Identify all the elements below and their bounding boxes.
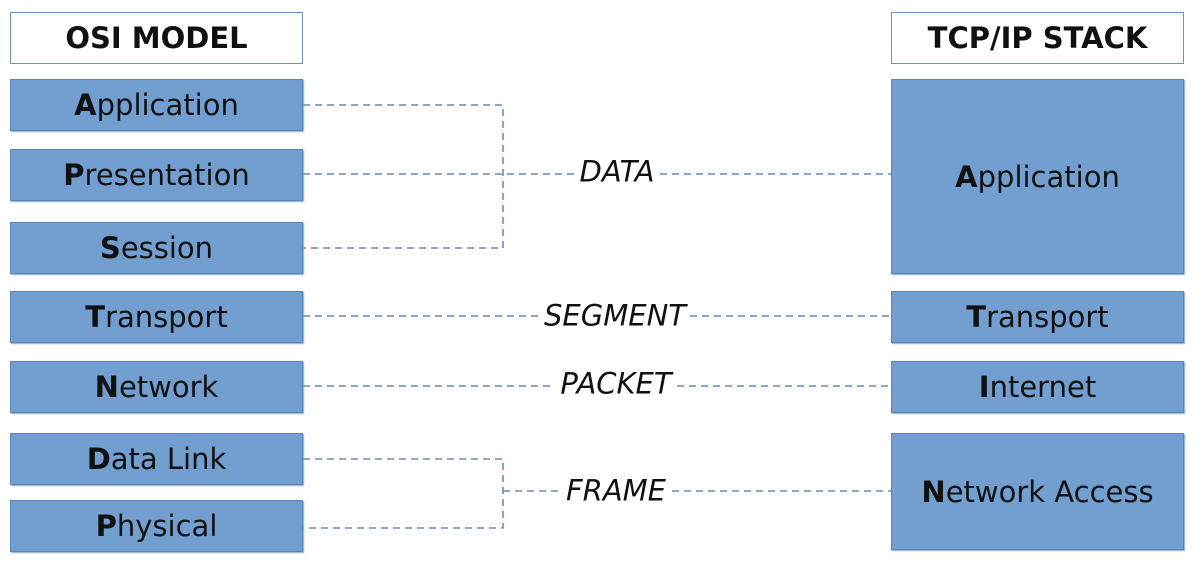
initial: P: [95, 509, 117, 543]
pdu-frame: FRAME: [561, 476, 671, 506]
initial: T: [966, 300, 987, 334]
osi-model-header: OSI MODEL: [10, 12, 303, 64]
initial: S: [99, 231, 121, 265]
initial: T: [85, 300, 106, 334]
label: nternet: [989, 370, 1097, 404]
initial: P: [63, 158, 85, 192]
initial: I: [978, 370, 990, 404]
tcpip-stack-header: TCP/IP STACK: [891, 12, 1184, 64]
label: pplication: [96, 88, 239, 122]
pdu-segment: SEGMENT: [540, 301, 690, 331]
initial: N: [921, 474, 946, 509]
initial: A: [955, 159, 978, 194]
label: resentation: [84, 158, 250, 192]
label: ransport: [986, 300, 1109, 334]
label: etwork Access: [945, 474, 1154, 509]
label: pplication: [977, 159, 1120, 194]
data-bracket: [303, 104, 504, 249]
initial: A: [74, 88, 97, 122]
initial: D: [86, 442, 111, 476]
pdu-data: DATA: [575, 157, 659, 187]
label: ession: [120, 231, 214, 265]
frame-bracket: [303, 458, 504, 529]
initial: N: [94, 370, 119, 404]
label: etwork: [118, 370, 219, 404]
label: hysical: [116, 509, 218, 543]
pdu-packet: PACKET: [556, 369, 676, 399]
label: ata Link: [110, 442, 227, 476]
label: ransport: [105, 300, 228, 334]
